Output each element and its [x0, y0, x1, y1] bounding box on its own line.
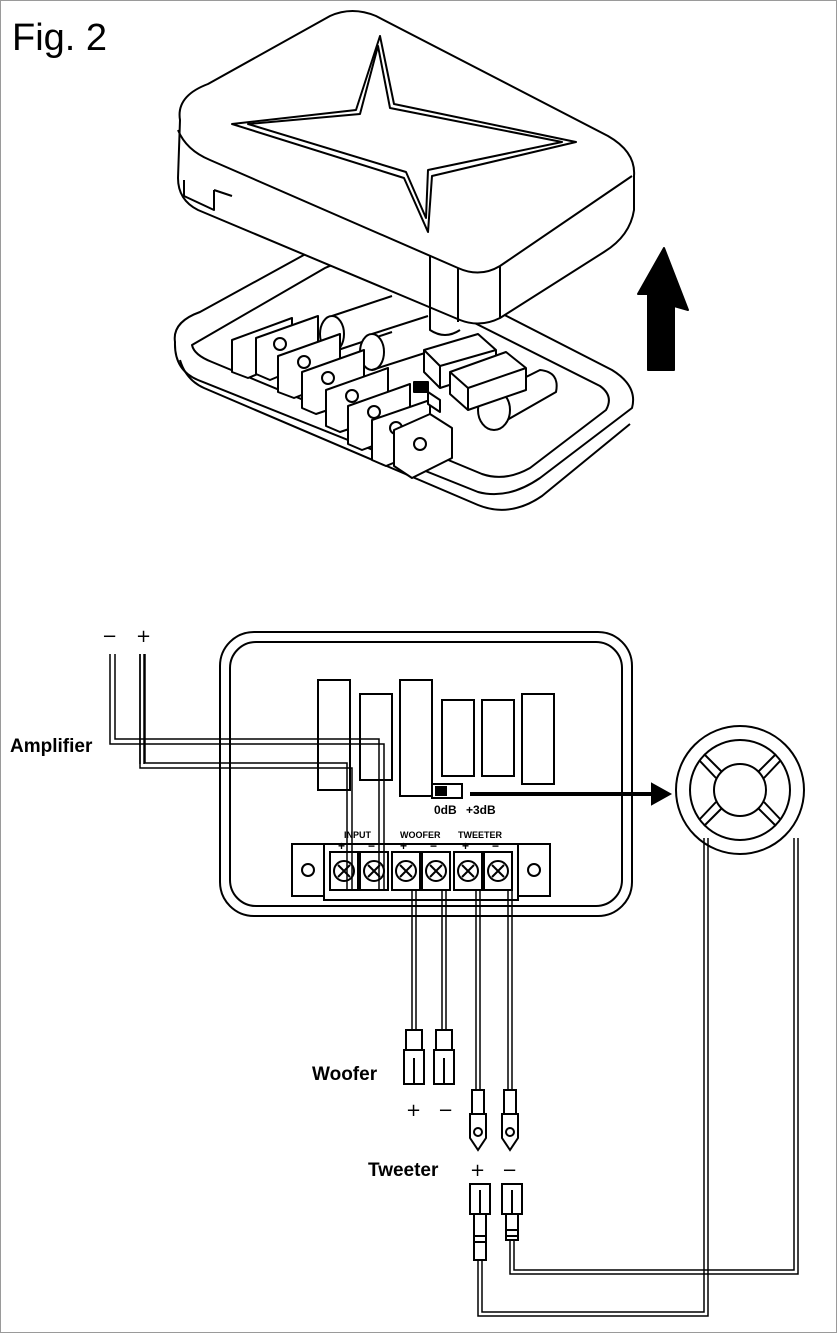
figure-title: Fig. 2 [12, 17, 107, 59]
tweeter-cable [477, 838, 799, 1317]
woofer-wires [411, 890, 447, 1030]
terminal-polarity: − [430, 839, 437, 853]
woofer-plus-sign: + [406, 1100, 421, 1121]
terminal-polarity: − [368, 839, 375, 853]
amplifier-wires [109, 654, 385, 890]
terminal-polarity: + [462, 839, 469, 853]
tweeter-minus-sign: − [502, 1160, 517, 1181]
terminal-strip-3d [231, 315, 453, 479]
db-switch[interactable] [431, 783, 463, 799]
switch-label-3db: +3dB [466, 803, 496, 817]
resistor-blocks [423, 333, 527, 411]
components-top-view [317, 679, 555, 797]
switch-label-0db: 0dB [434, 803, 457, 817]
terminal-polarity: + [338, 839, 345, 853]
terminal-polarity: + [400, 839, 407, 853]
amp-plus-sign: + [136, 626, 151, 647]
tweeter-connectors-block [469, 1089, 519, 1152]
crossover-inner-outline [229, 641, 623, 907]
tweeter-speaker [675, 725, 805, 855]
woofer-connectors [403, 1029, 455, 1085]
tweeter-label: Tweeter [368, 1160, 439, 1181]
amplifier-label: Amplifier [10, 736, 93, 757]
woofer-minus-sign: − [438, 1100, 453, 1121]
terminal-label-input: INPUT [344, 830, 372, 840]
terminal-label-woofer: WOOFER [400, 830, 441, 840]
amp-minus-sign: − [102, 626, 117, 647]
woofer-label: Woofer [312, 1064, 378, 1085]
terminal-polarity: − [492, 839, 499, 853]
switch-3d [413, 381, 429, 393]
tweeter-plus-sign: + [470, 1160, 485, 1181]
crossover-lid [177, 10, 636, 336]
terminal-label-tweeter: TWEETER [458, 830, 502, 840]
lift-arrow [637, 247, 689, 371]
switch-arrow-head [651, 782, 673, 806]
crossover-exploded-view [173, 10, 689, 511]
tweeter-wires-block [475, 890, 513, 1090]
crossover-outer-outline [219, 631, 633, 917]
terminal-screws [329, 851, 513, 891]
tweeter-connectors-bottom [469, 1183, 523, 1261]
